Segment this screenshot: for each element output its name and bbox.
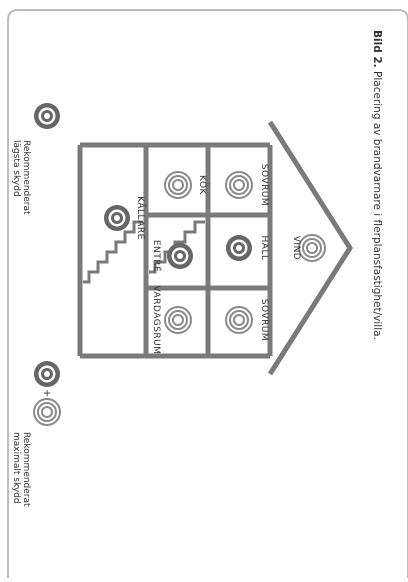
label-sovrum-lower: SOVRUM bbox=[259, 299, 269, 341]
label-vardagsrum: VARDAGSRUM bbox=[151, 285, 161, 354]
legend-max-line2: maximalt skydd bbox=[11, 432, 21, 504]
detector-hall bbox=[226, 235, 252, 261]
legend-max: + Rekommenderat maximalt skydd bbox=[11, 361, 61, 507]
caption-text: Placering av brandvarnare i flerplansfas… bbox=[371, 68, 383, 340]
staircase-lower bbox=[83, 220, 143, 284]
label-hall: HALL bbox=[259, 236, 269, 261]
legend-max-line1: Rekommenderat bbox=[21, 432, 31, 507]
detector-sovrum-lower bbox=[225, 306, 253, 334]
legend-min-icon bbox=[34, 103, 60, 129]
legend-min-line1: Rekommenderat bbox=[21, 140, 31, 215]
roof bbox=[267, 120, 353, 376]
legend-min-line2: lägsta skydd bbox=[11, 140, 21, 197]
detector-kallare bbox=[104, 205, 130, 231]
caption-label: Bild 2. bbox=[371, 30, 383, 68]
detector-sovrum-upper bbox=[225, 171, 253, 199]
figure-caption: Bild 2. Placering av brandvarnare i fler… bbox=[371, 30, 383, 340]
legend-max-filled-icon bbox=[34, 361, 60, 387]
detector-entre bbox=[167, 243, 193, 269]
label-entre: ENTRÉ bbox=[151, 240, 163, 272]
label-kok: KÖK bbox=[197, 175, 208, 195]
detector-kok bbox=[164, 171, 192, 199]
room-labels: VIND SOVRUM HALL SOVRUM KÖK ENTRÉ VARDAG… bbox=[135, 164, 301, 355]
house-outline bbox=[77, 120, 353, 376]
detector-vind bbox=[298, 234, 326, 262]
legend-max-ring-icon bbox=[33, 398, 61, 426]
label-vind: VIND bbox=[291, 236, 301, 260]
legend-min: Rekommenderat lägsta skydd bbox=[11, 103, 60, 215]
label-sovrum-upper: SOVRUM bbox=[259, 164, 269, 206]
label-kallare: KÄLLARE bbox=[135, 196, 146, 240]
detector-vardagsrum bbox=[164, 306, 192, 334]
legend-plus: + bbox=[41, 389, 52, 397]
